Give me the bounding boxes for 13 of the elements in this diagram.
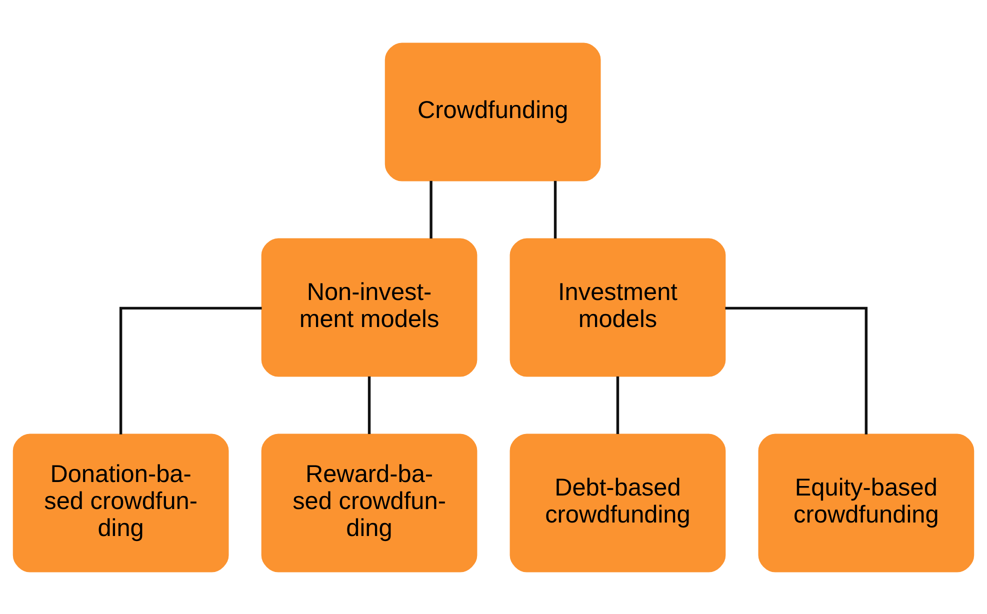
- node-box: Debt-based crowdfunding: [510, 433, 726, 572]
- connector: [119, 306, 262, 434]
- node-box: Donation-ba- sed crowdfun- ding: [12, 433, 229, 572]
- node-box: Investment models: [510, 238, 726, 376]
- connector: [368, 376, 371, 434]
- node-box: Crowdfunding: [384, 42, 601, 181]
- connector: [725, 306, 868, 434]
- connector: [430, 180, 432, 238]
- node-box: Reward-ba- sed crowdfun- ding: [261, 433, 478, 572]
- connector: [616, 376, 620, 434]
- node-box: Non-invest- ment models: [261, 238, 478, 376]
- connector: [554, 180, 557, 238]
- node-box: Equity-based crowdfunding: [758, 433, 974, 572]
